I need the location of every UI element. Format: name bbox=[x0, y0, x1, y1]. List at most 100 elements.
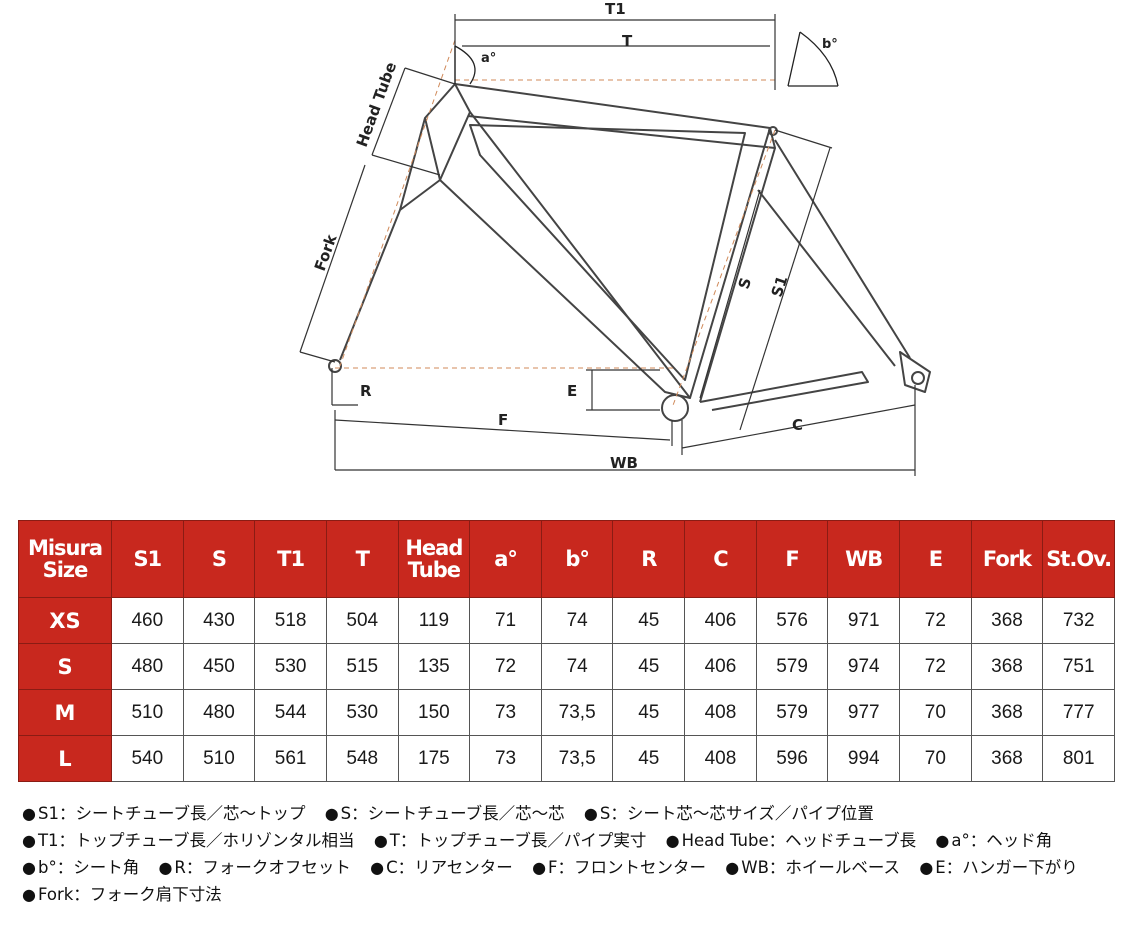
legend-text: T：トップチューブ長／パイプ実寸 bbox=[389, 831, 647, 850]
value-cell: 73,5 bbox=[540, 689, 614, 736]
value-cell: 480 bbox=[111, 643, 184, 690]
value-cell: 150 bbox=[397, 689, 471, 736]
f-label: F bbox=[498, 411, 508, 429]
bullet-icon: ● bbox=[158, 858, 173, 877]
value-cell: 732 bbox=[1042, 597, 1115, 644]
header-t1: T1 bbox=[254, 520, 327, 598]
legend-text: R：フォークオフセット bbox=[174, 858, 351, 877]
header-size: Misura Size bbox=[18, 520, 112, 598]
head-tube bbox=[424, 83, 471, 181]
legend-item: ●S：シートチューブ長／芯～芯 bbox=[325, 804, 565, 823]
bullet-icon: ● bbox=[919, 858, 934, 877]
front-dropout bbox=[328, 359, 342, 373]
legend-item: ●Head Tube：ヘッドチューブ長 bbox=[666, 831, 917, 850]
value-cell: 510 bbox=[182, 735, 256, 782]
value-cell: 406 bbox=[684, 643, 757, 690]
e-label: E bbox=[567, 382, 577, 400]
t-label: T bbox=[622, 32, 633, 50]
legend-item: ●Fork：フォーク肩下寸法 bbox=[22, 885, 222, 904]
header-f: F bbox=[755, 520, 829, 598]
legend-item: ●S1：シートチューブ長／芯～トップ bbox=[22, 804, 305, 823]
value-cell: 74 bbox=[540, 643, 614, 690]
s-dim-line bbox=[699, 189, 761, 399]
legend-item: ●F：フロントセンター bbox=[532, 858, 706, 877]
header-e: E bbox=[899, 520, 972, 598]
header-b: b° bbox=[540, 520, 614, 598]
value-cell: 72 bbox=[899, 643, 972, 690]
size-cell: S bbox=[18, 643, 112, 690]
value-cell: 801 bbox=[1042, 735, 1115, 782]
value-cell: 751 bbox=[1042, 643, 1115, 690]
legend-text: C：リアセンター bbox=[386, 858, 513, 877]
header-st-ov: St.Ov. bbox=[1042, 520, 1115, 598]
header-s1: S1 bbox=[111, 520, 184, 598]
legend-item: ●R：フォークオフセット bbox=[158, 858, 350, 877]
s1-label: S1 bbox=[768, 273, 792, 299]
r-label: R bbox=[360, 382, 372, 400]
value-cell: 540 bbox=[111, 735, 184, 782]
header-s: S bbox=[182, 520, 256, 598]
legend-item: ●T：トップチューブ長／パイプ実寸 bbox=[374, 831, 647, 850]
wb-label: WB bbox=[610, 454, 638, 472]
value-cell: 430 bbox=[182, 597, 256, 644]
value-cell: 596 bbox=[755, 735, 829, 782]
value-cell: 135 bbox=[397, 643, 471, 690]
c-dim-line bbox=[681, 404, 916, 449]
value-cell: 368 bbox=[970, 643, 1044, 690]
bullet-icon: ● bbox=[22, 885, 36, 904]
value-cell: 368 bbox=[970, 689, 1044, 736]
rear-dropout bbox=[911, 371, 925, 385]
legend-text: WB：ホイールベース bbox=[741, 858, 901, 877]
bullet-icon: ● bbox=[324, 804, 339, 823]
value-cell: 73 bbox=[469, 689, 542, 736]
legend-item: ●E：ハンガー下がり bbox=[919, 858, 1077, 877]
size-cell: XS bbox=[18, 597, 112, 644]
value-cell: 777 bbox=[1042, 689, 1115, 736]
header-r: R bbox=[612, 520, 686, 598]
value-cell: 119 bbox=[397, 597, 471, 644]
bullet-icon: ● bbox=[665, 831, 680, 850]
value-cell: 71 bbox=[469, 597, 542, 644]
legend-text: S：シートチューブ長／芯～芯 bbox=[340, 804, 565, 823]
legend-text: E：ハンガー下がり bbox=[935, 858, 1078, 877]
value-cell: 480 bbox=[182, 689, 256, 736]
value-cell: 70 bbox=[899, 689, 972, 736]
legend-text: S：シート芯～芯サイズ／パイプ位置 bbox=[599, 804, 874, 823]
value-cell: 561 bbox=[254, 735, 327, 782]
main-triangle-inner bbox=[469, 124, 746, 381]
value-cell: 576 bbox=[755, 597, 829, 644]
legend-text: b°：シート角 bbox=[37, 858, 140, 877]
value-cell: 544 bbox=[254, 689, 327, 736]
fork-dim-line bbox=[299, 164, 366, 353]
legend-item: ●S：シート芯～芯サイズ／パイプ位置 bbox=[584, 804, 874, 823]
fork-label: Fork bbox=[311, 231, 341, 273]
chain-stay bbox=[699, 371, 869, 411]
value-cell: 510 bbox=[111, 689, 184, 736]
s-label: S bbox=[735, 275, 755, 291]
seat-angle-guide bbox=[671, 129, 776, 409]
size-cell: M bbox=[18, 689, 112, 736]
rear-dropout-body bbox=[899, 351, 931, 393]
legend-text: S1：シートチューブ長／芯～トップ bbox=[37, 804, 306, 823]
value-cell: 74 bbox=[540, 597, 614, 644]
value-cell: 408 bbox=[684, 689, 757, 736]
a-angle-label: a° bbox=[481, 51, 496, 66]
value-cell: 460 bbox=[111, 597, 184, 644]
head-tube-dim-line bbox=[371, 67, 406, 156]
value-cell: 368 bbox=[970, 597, 1044, 644]
header-head-tube: Head Tube bbox=[397, 520, 471, 598]
value-cell: 72 bbox=[469, 643, 542, 690]
header-fork: Fork bbox=[970, 520, 1044, 598]
header-wb: WB bbox=[827, 520, 901, 598]
value-cell: 579 bbox=[755, 643, 829, 690]
bottom-bracket bbox=[661, 394, 689, 422]
value-cell: 994 bbox=[827, 735, 901, 782]
value-cell: 72 bbox=[899, 597, 972, 644]
legend-item: ●C：リアセンター bbox=[370, 858, 513, 877]
value-cell: 45 bbox=[612, 689, 686, 736]
legend-text: a°：ヘッド角 bbox=[951, 831, 1053, 850]
head-tube-label: Head Tube bbox=[353, 60, 400, 150]
